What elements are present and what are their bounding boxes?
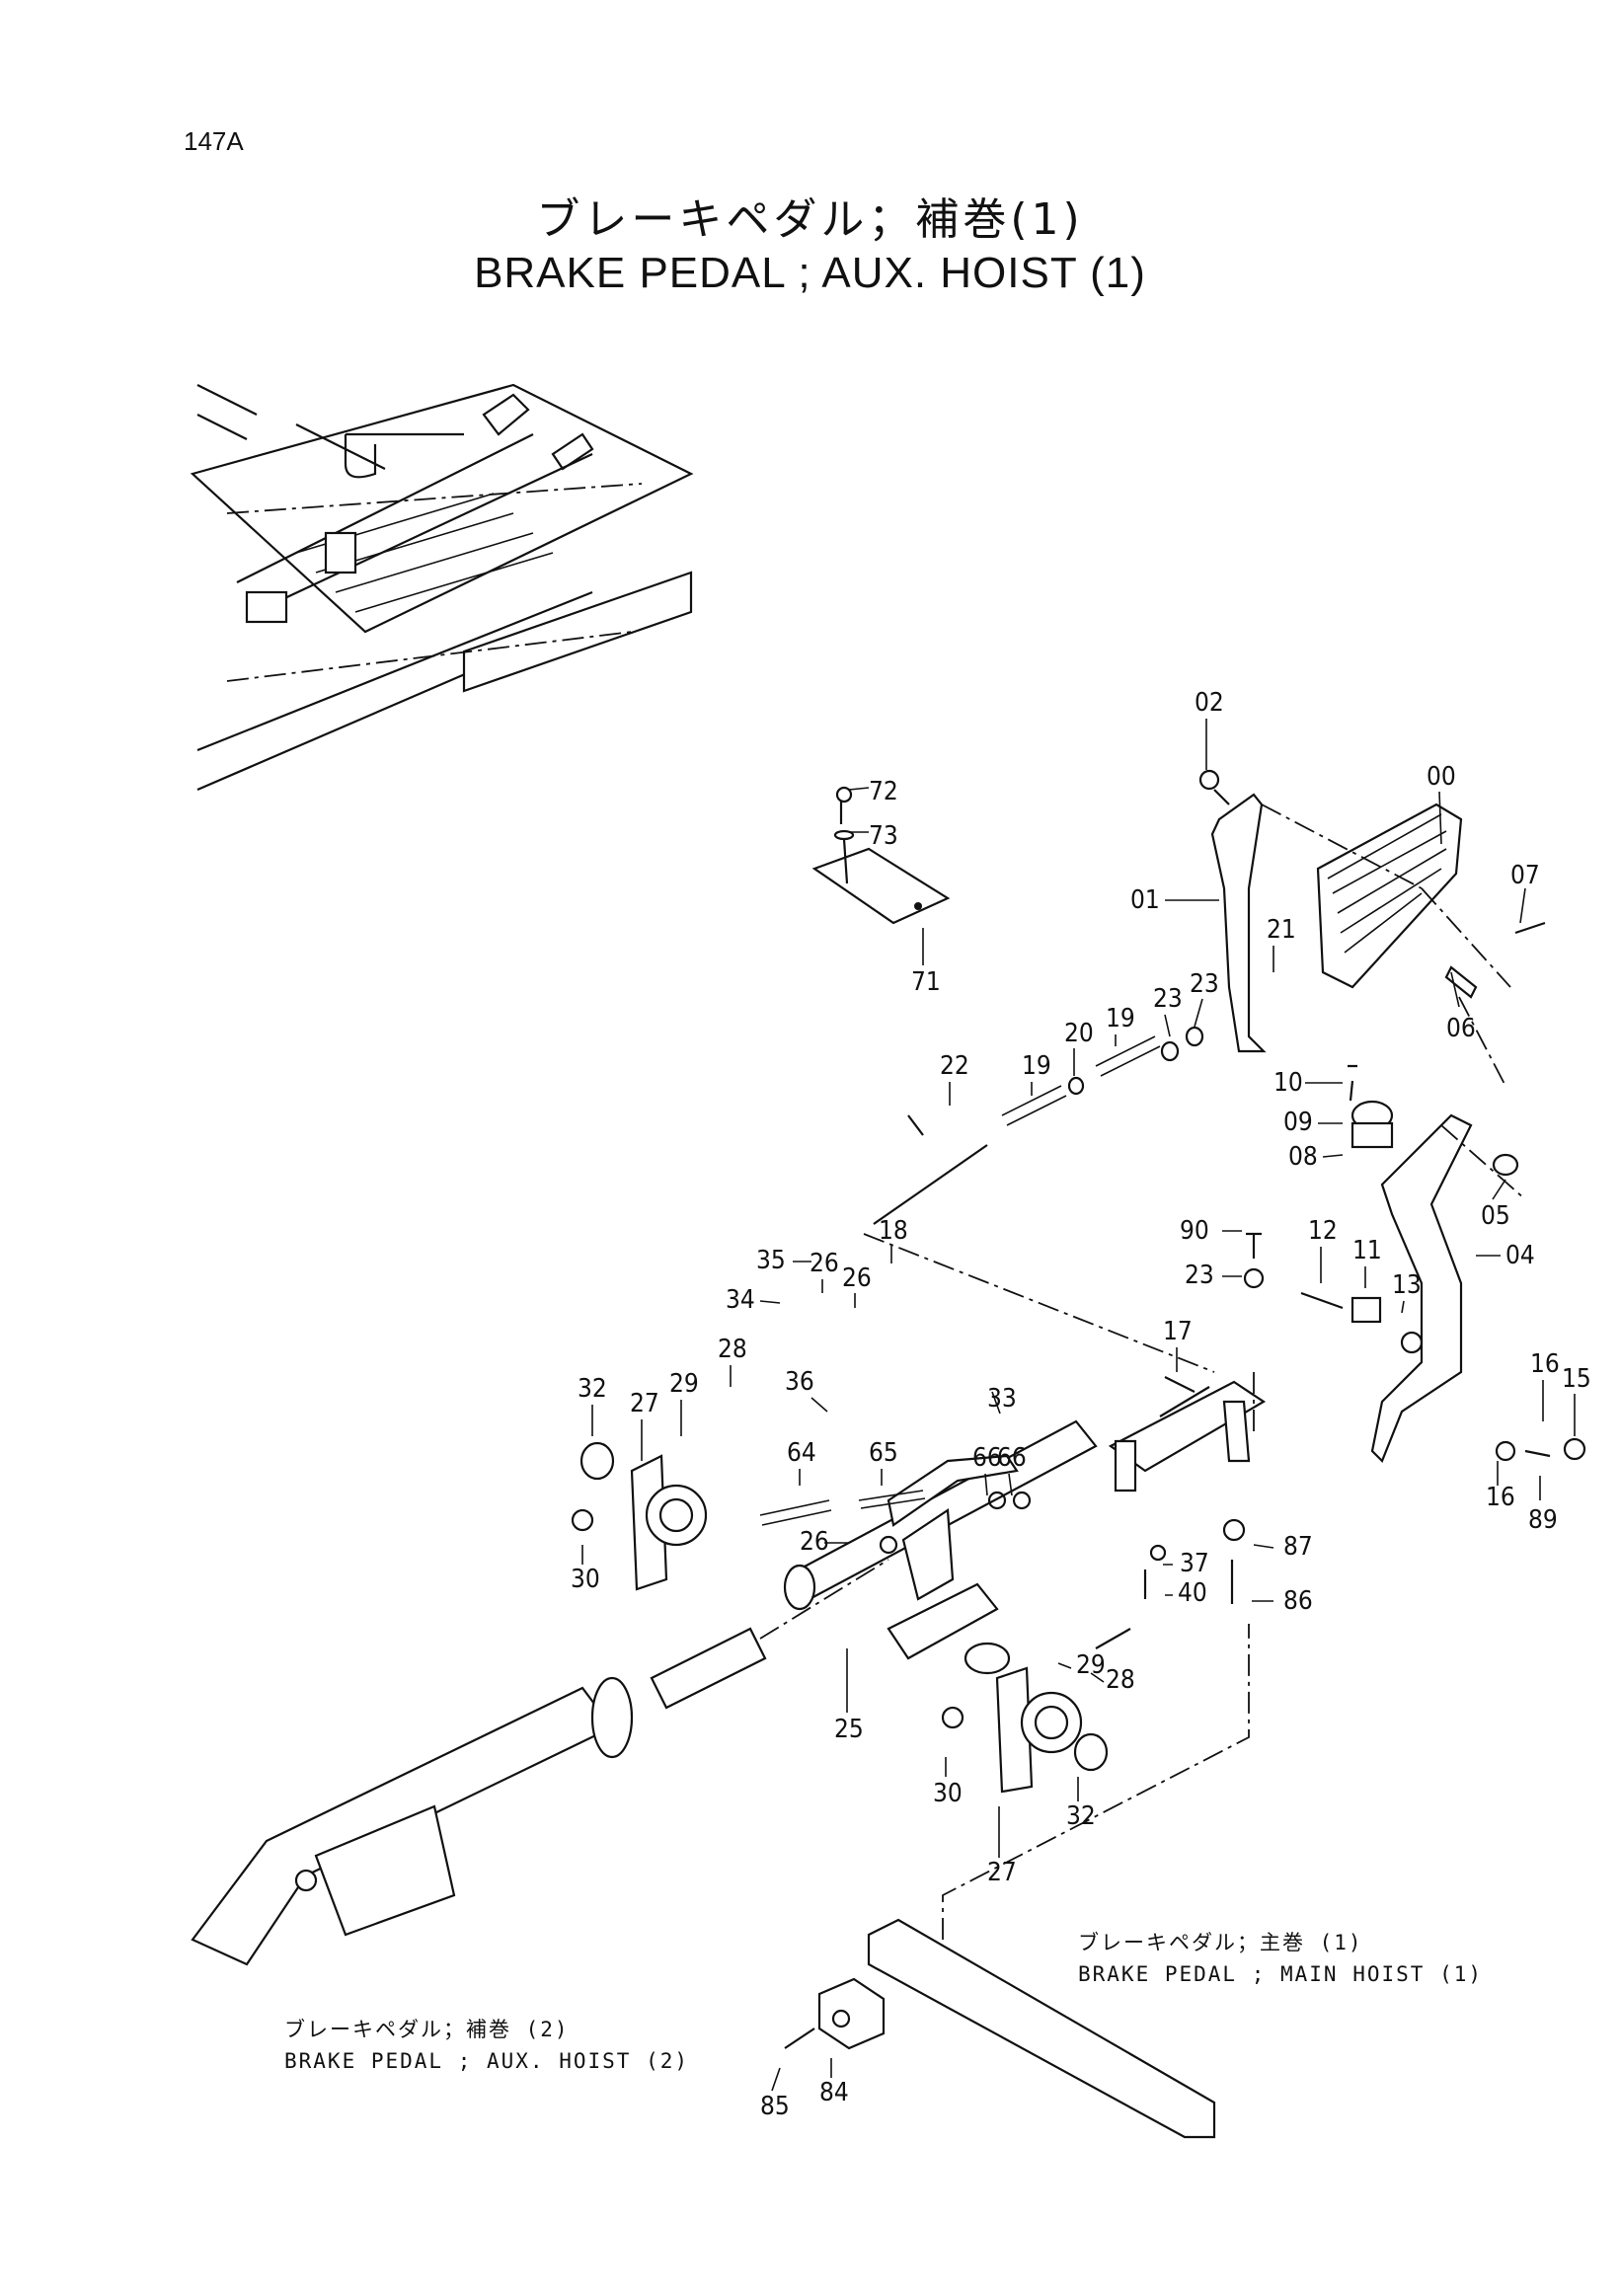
ref-main-hoist: ブレーキペダル；主巻 (1) BRAKE PEDAL ; MAIN HOIST … <box>1078 1927 1483 1990</box>
part-label: 08 <box>1288 1142 1318 1172</box>
part-label: 66 <box>997 1443 1027 1473</box>
plate-71-group <box>811 786 951 925</box>
page-code: 147A <box>184 126 244 156</box>
part-label: 29 <box>669 1369 699 1399</box>
part-label: 29 <box>1076 1650 1106 1680</box>
part-label: 12 <box>1308 1216 1338 1246</box>
part-label: 40 <box>1178 1578 1207 1608</box>
part-label: 26 <box>800 1527 829 1557</box>
ref-aux-hoist-2-jp: ブレーキペダル；補巻 (2) <box>284 2018 570 2041</box>
part-label: 28 <box>718 1335 747 1364</box>
part-label: 18 <box>879 1216 908 1246</box>
part-label: 13 <box>1392 1270 1422 1300</box>
part-label: 02 <box>1195 688 1224 718</box>
part-label: 73 <box>869 821 898 851</box>
part-label: 36 <box>785 1367 814 1397</box>
title-japanese: ブレーキペダル；補巻(1) <box>536 194 1084 245</box>
ref-aux-hoist-2-en: BRAKE PEDAL ; AUX. HOIST (2) <box>284 2049 690 2073</box>
bearing-block-left <box>571 1441 708 1591</box>
fasteners-right <box>1095 1232 1586 1649</box>
part-label: 35 <box>756 1246 786 1275</box>
part-label: 85 <box>760 2092 790 2121</box>
part-label: 27 <box>630 1389 659 1418</box>
part-label: 28 <box>1106 1665 1135 1695</box>
part-label: 30 <box>933 1779 963 1808</box>
part-label: 34 <box>726 1285 755 1315</box>
part-label: 17 <box>1163 1317 1193 1346</box>
title-english: BRAKE PEDAL ; AUX. HOIST (1) <box>474 249 1146 297</box>
part-label: 30 <box>571 1565 600 1594</box>
part-label: 23 <box>1153 984 1183 1014</box>
spring-rod-group <box>863 1026 1215 1373</box>
part-label: 72 <box>869 777 898 806</box>
part-label: 89 <box>1528 1505 1558 1535</box>
brake-cylinder-assembly <box>191 1559 889 1966</box>
part-label: 16 <box>1530 1349 1560 1379</box>
part-label: 06 <box>1446 1014 1476 1043</box>
part-label: 64 <box>787 1438 816 1468</box>
leader-lines <box>581 719 1576 2092</box>
part-label: 19 <box>1022 1051 1051 1081</box>
part-label: 33 <box>987 1384 1017 1414</box>
pedal-arm-04 <box>1348 1064 1526 1463</box>
part-label: 32 <box>578 1374 607 1404</box>
part-label: 71 <box>911 967 941 997</box>
part-label: 07 <box>1510 861 1540 890</box>
springs-64-65 <box>759 1490 1032 1555</box>
part-label: 25 <box>834 1715 864 1744</box>
part-label: 04 <box>1505 1241 1535 1270</box>
ref-main-hoist-jp: ブレーキペダル；主巻 (1) <box>1078 1931 1363 1954</box>
part-label: 16 <box>1486 1483 1515 1512</box>
part-label: 86 <box>1283 1586 1313 1616</box>
part-label: 27 <box>987 1858 1017 1887</box>
part-label: 23 <box>1185 1261 1214 1290</box>
brake-pedal-assembly <box>1198 769 1546 1087</box>
part-label: 26 <box>842 1263 872 1293</box>
main-hoist-beam <box>784 1624 1250 2139</box>
part-labels: 02 00 07 01 21 06 23 23 19 20 19 22 10 0… <box>571 688 1591 2121</box>
part-label: 65 <box>869 1438 898 1468</box>
ref-main-hoist-en: BRAKE PEDAL ; MAIN HOIST (1) <box>1078 1962 1484 1986</box>
part-label: 01 <box>1130 885 1160 915</box>
part-label: 32 <box>1066 1801 1096 1831</box>
bearing-block-right <box>941 1666 1109 1794</box>
part-label: 26 <box>810 1249 839 1278</box>
part-label: 05 <box>1481 1201 1510 1231</box>
part-label: 84 <box>819 2078 849 2107</box>
part-label: 37 <box>1180 1549 1209 1578</box>
part-label: 90 <box>1180 1216 1209 1246</box>
overview-inset <box>190 383 694 792</box>
part-label: 87 <box>1283 1532 1313 1562</box>
ref-aux-hoist-2: ブレーキペダル；補巻 (2) BRAKE PEDAL ; AUX. HOIST … <box>284 2014 689 2077</box>
part-label: 20 <box>1064 1019 1094 1048</box>
part-label: 11 <box>1352 1236 1382 1265</box>
part-label: 21 <box>1267 915 1296 945</box>
part-label: 22 <box>940 1051 969 1081</box>
part-label: 23 <box>1190 969 1219 999</box>
part-label: 00 <box>1427 762 1456 792</box>
part-label: 10 <box>1273 1068 1303 1098</box>
part-label: 09 <box>1283 1108 1313 1137</box>
shaft-and-brackets <box>783 1372 1267 1675</box>
part-label: 66 <box>972 1443 1002 1473</box>
part-label: 15 <box>1562 1364 1591 1394</box>
part-label: 19 <box>1106 1004 1135 1033</box>
